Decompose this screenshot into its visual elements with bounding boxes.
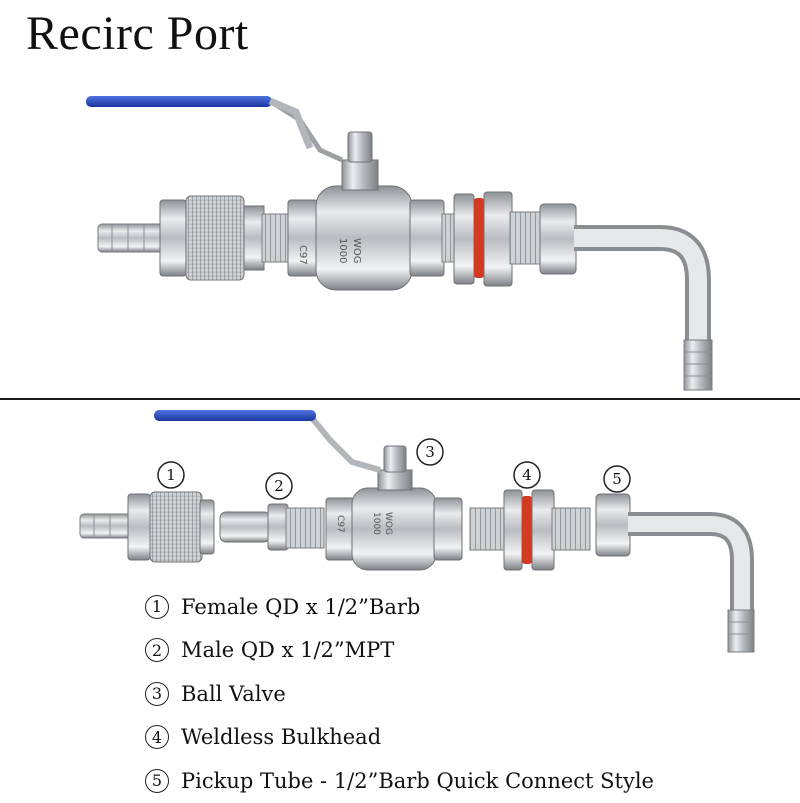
section-divider <box>0 398 800 400</box>
legend-item-2: 2 Male QD x 1/2”MPT <box>145 629 654 673</box>
callout-2: 2 <box>265 472 293 500</box>
top-bulkhead-nut-left <box>453 193 475 285</box>
top-qd-collar <box>185 195 245 281</box>
legend-number-2: 2 <box>145 638 169 663</box>
exploded-parts: C97 1000 WOG 1 <box>79 410 755 653</box>
part-5-pickup-tube <box>595 493 755 653</box>
svg-text:2: 2 <box>274 477 284 495</box>
valve-code: C97 <box>335 515 345 533</box>
top-bulkhead-nut-right <box>483 191 513 287</box>
valve-handle <box>154 410 316 421</box>
top-oring <box>474 198 484 278</box>
top-valve-size: 1000 <box>337 238 348 263</box>
top-ball-valve: C97 1000 WOG <box>86 96 445 291</box>
legend-item-4: 4 Weldless Bulkhead <box>145 716 654 760</box>
top-qd-hex <box>159 199 187 277</box>
legend-number-5: 5 <box>145 768 169 793</box>
legend-number-1: 1 <box>145 594 169 619</box>
top-valve-handle <box>86 96 272 107</box>
svg-text:4: 4 <box>522 466 532 484</box>
valve-unit: WOG <box>383 512 393 535</box>
legend-text-1: Female QD x 1/2”Barb <box>181 594 421 619</box>
parts-legend: 1 Female QD x 1/2”Barb 2 Male QD x 1/2”M… <box>145 585 654 803</box>
top-pickup-tube <box>574 229 707 350</box>
top-hose-barb <box>97 223 169 253</box>
callout-1: 1 <box>157 461 185 489</box>
part-4-bulkhead <box>469 489 591 571</box>
legend-item-3: 3 Ball Valve <box>145 672 654 716</box>
top-valve-unit: WOG <box>351 238 362 264</box>
page-title: Recirc Port <box>26 7 249 60</box>
top-pickup-nut <box>539 203 577 275</box>
part-1-female-qd <box>79 491 215 563</box>
svg-text:3: 3 <box>425 443 435 461</box>
legend-number-3: 3 <box>145 681 169 706</box>
top-valve-code: C97 <box>297 245 308 265</box>
legend-text-4: Weldless Bulkhead <box>181 725 382 750</box>
legend-text-5: Pickup Tube - 1/2”Barb Quick Connect Sty… <box>181 768 654 793</box>
part-2-male-qd <box>219 503 325 551</box>
valve-size: 1000 <box>371 512 381 535</box>
legend-item-5: 5 Pickup Tube - 1/2”Barb Quick Connect S… <box>145 759 654 803</box>
svg-text:1: 1 <box>166 466 176 484</box>
assembled-recirc-port: C97 1000 WOG <box>86 96 713 391</box>
legend-text-2: Male QD x 1/2”MPT <box>181 638 395 663</box>
legend-item-1: 1 Female QD x 1/2”Barb <box>145 585 654 629</box>
legend-text-3: Ball Valve <box>181 681 286 706</box>
top-pickup-barb <box>683 339 713 391</box>
part-3-ball-valve: C97 1000 WOG <box>154 410 463 571</box>
callout-5: 5 <box>603 465 631 493</box>
svg-text:5: 5 <box>612 470 622 488</box>
callout-3: 3 <box>416 438 444 466</box>
legend-number-4: 4 <box>145 725 169 750</box>
callout-4: 4 <box>513 461 541 489</box>
